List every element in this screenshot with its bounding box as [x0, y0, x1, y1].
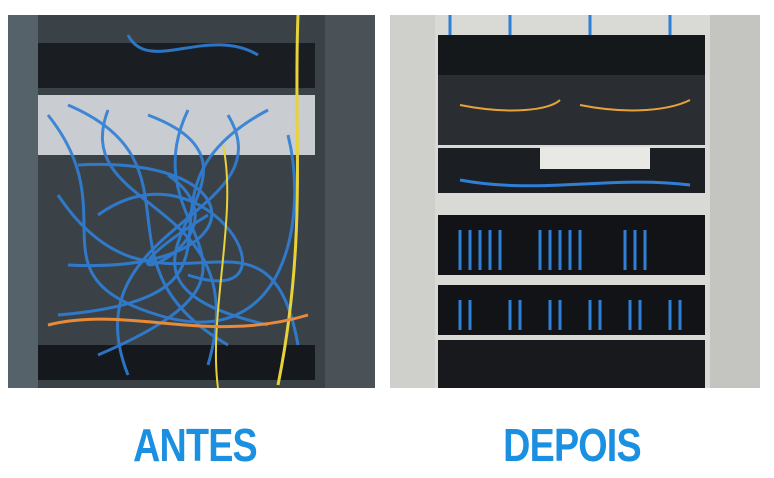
cable-organizer: [438, 35, 705, 75]
patch-panel: [38, 345, 315, 380]
organized-cables: [448, 15, 691, 330]
rack-rail-right: [325, 15, 375, 388]
before-rack-photo: [8, 15, 375, 388]
before-label: ANTES: [133, 419, 258, 471]
device: [540, 147, 650, 169]
patch-panel: [438, 285, 705, 335]
fiber-panels: [438, 75, 705, 145]
rack-rail-right: [710, 15, 760, 388]
after-label: DEPOIS: [503, 419, 641, 471]
rack-rail-left: [8, 15, 38, 388]
rack-rail-left: [390, 15, 435, 388]
tangled-cables: [46, 15, 309, 388]
cable-organizer: [438, 340, 705, 388]
after-rack-photo: [390, 15, 760, 388]
